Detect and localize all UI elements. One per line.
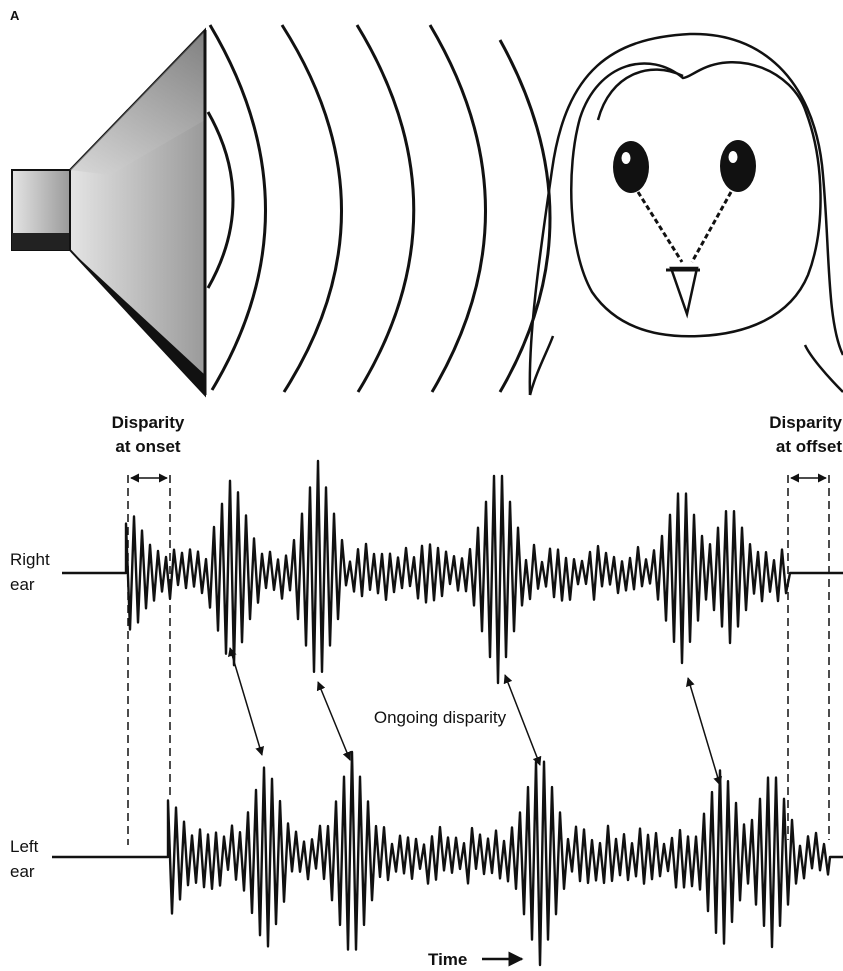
- disparity-offset-bracket: [787, 473, 830, 840]
- right-ear-label-2: ear: [10, 575, 35, 594]
- panel-label: A: [10, 8, 20, 23]
- speaker-icon: [11, 27, 207, 398]
- ongoing-disparity-arrows: [228, 647, 722, 786]
- left-ear-waveform: [52, 750, 843, 967]
- disparity-offset-label: Disparity: [769, 413, 842, 432]
- left-ear-label: Left: [10, 837, 39, 856]
- disparity-onset-label-2: at onset: [115, 437, 181, 456]
- disparity-onset-bracket: [127, 473, 171, 845]
- ongoing-disparity-label: Ongoing disparity: [374, 708, 507, 727]
- owl-icon: [528, 32, 843, 396]
- disparity-offset-label-2: at offset: [776, 437, 842, 456]
- left-ear-label-2: ear: [10, 862, 35, 881]
- right-ear-label: Right: [10, 550, 50, 569]
- time-label: Time: [428, 950, 467, 969]
- disparity-onset-label: Disparity: [112, 413, 185, 432]
- sound-waves: [206, 24, 552, 393]
- right-ear-waveform: [62, 459, 843, 685]
